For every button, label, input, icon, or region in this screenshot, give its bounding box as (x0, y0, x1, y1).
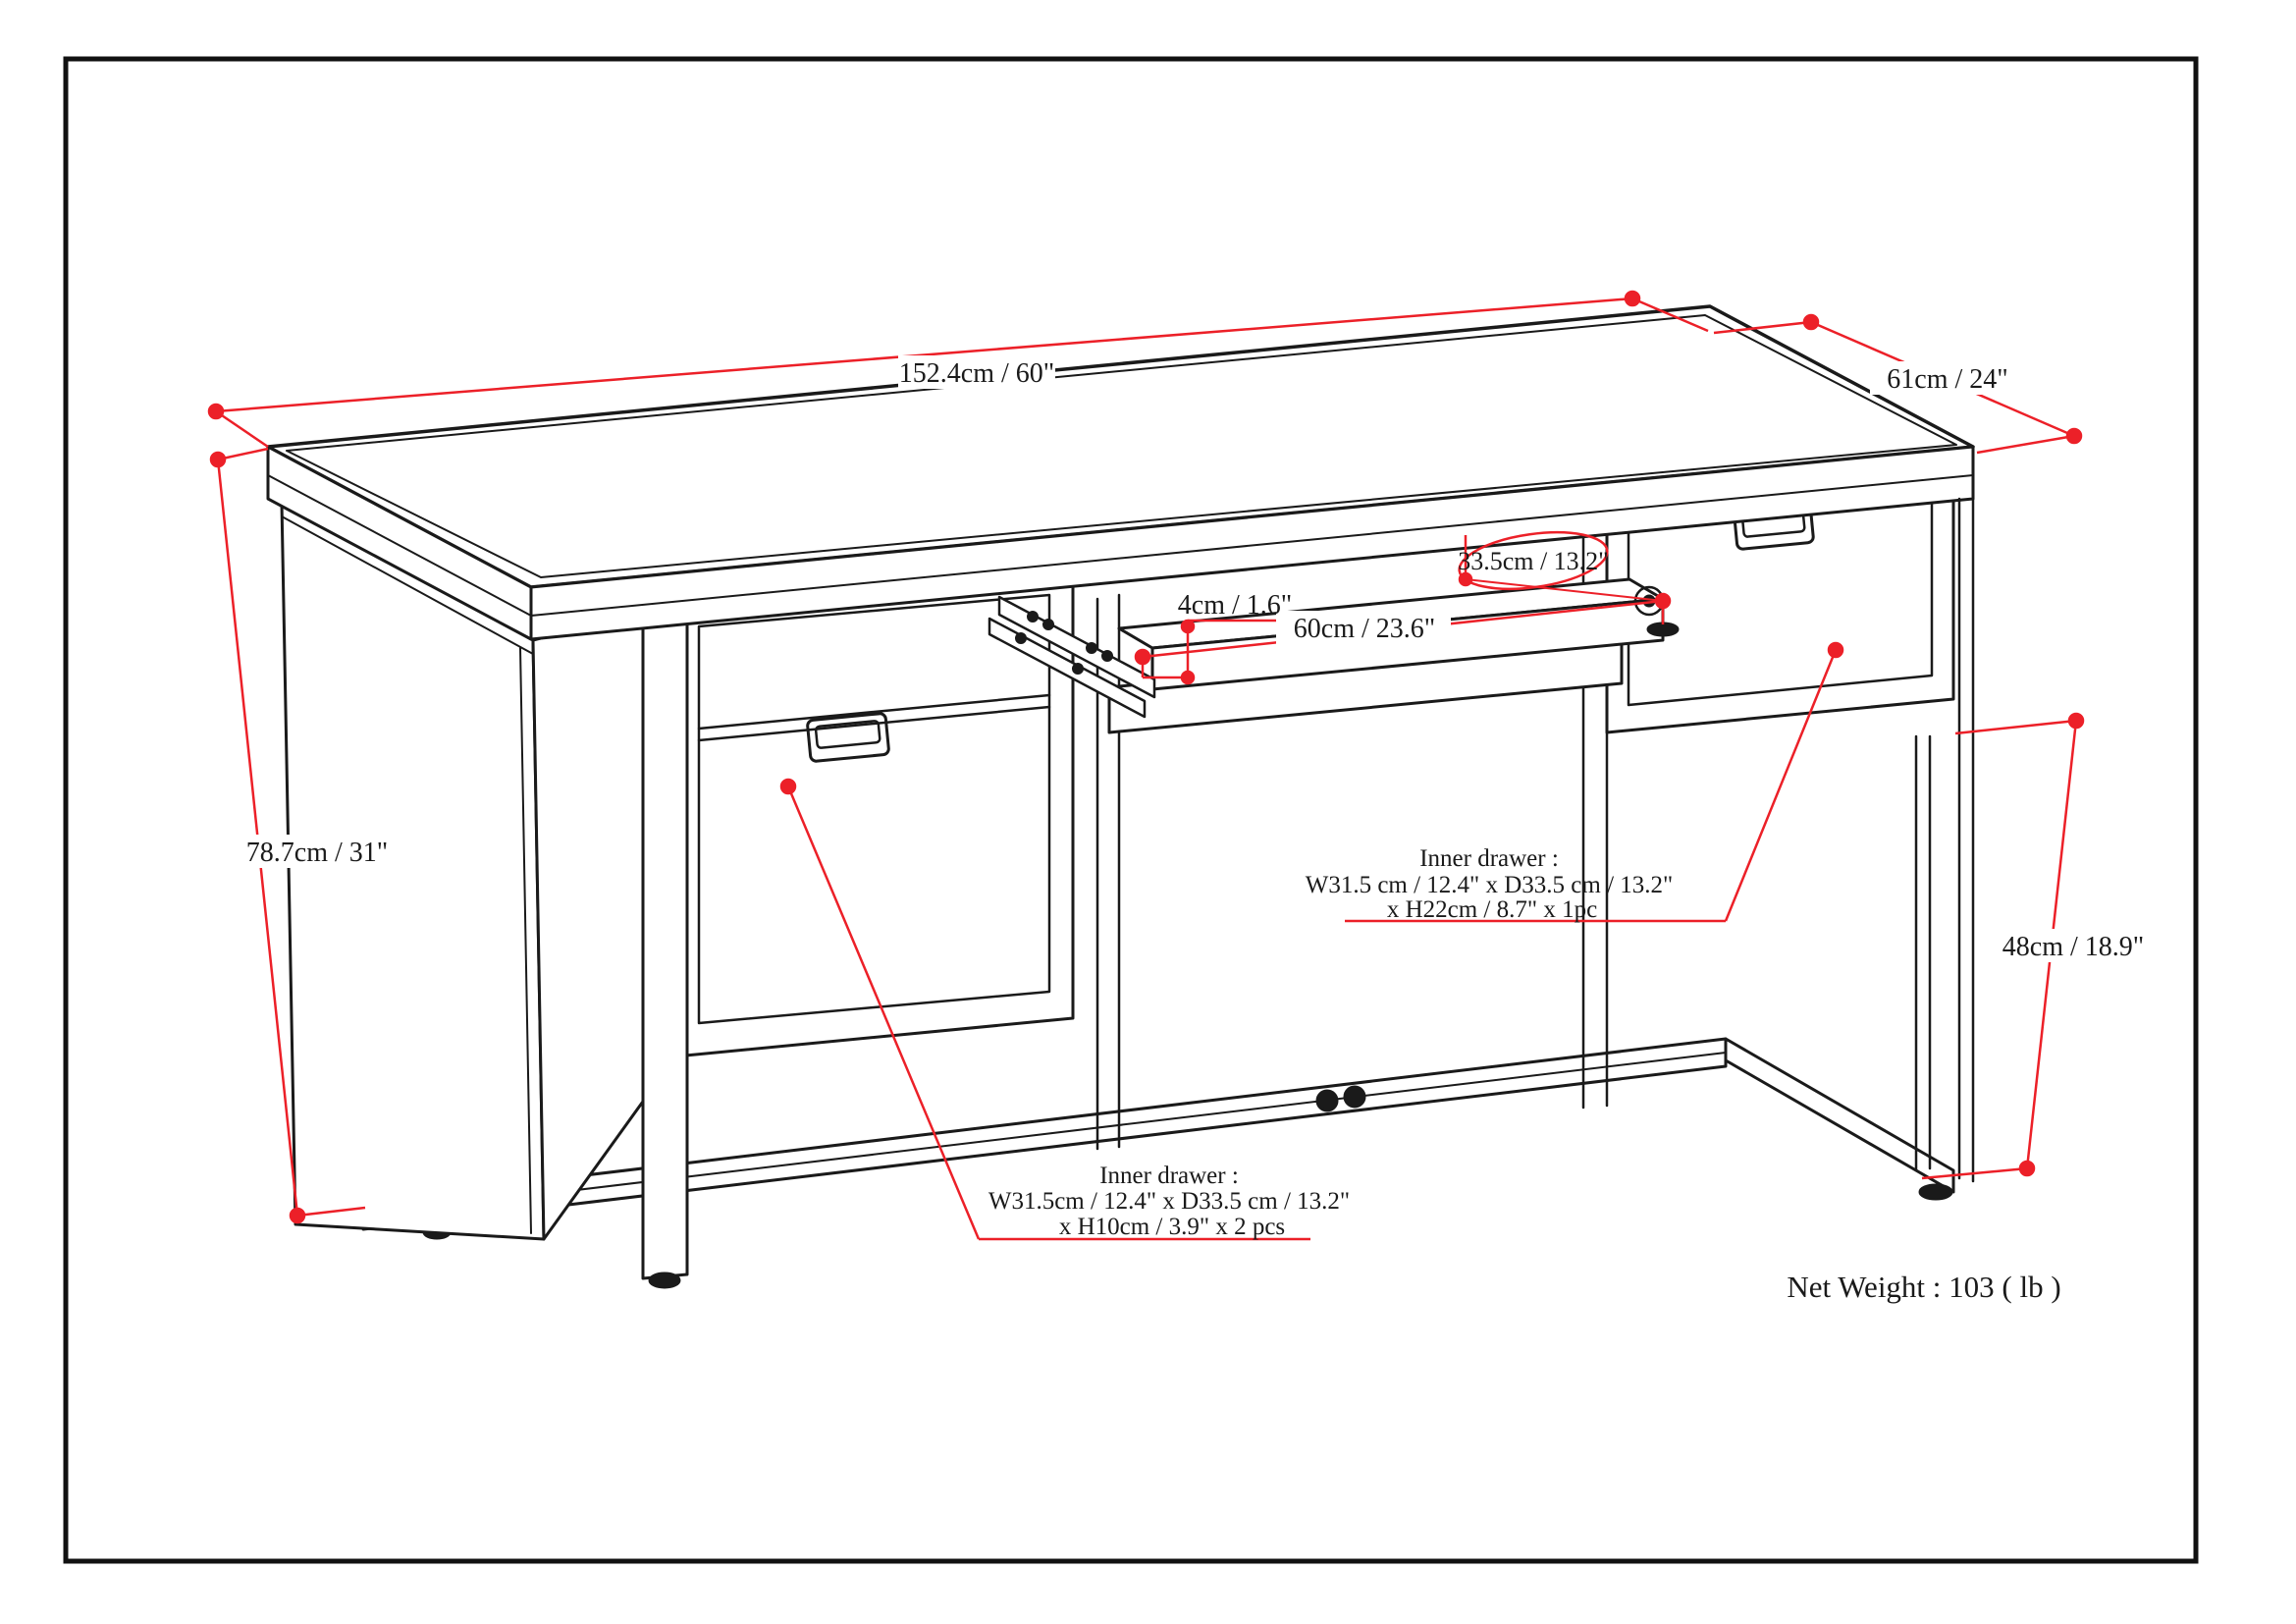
foot-pad (648, 1272, 681, 1289)
label-backgrounds (234, 355, 2156, 962)
tray-height-dimension (1141, 619, 1281, 685)
note-line: Inner drawer : (1419, 845, 1559, 872)
left-inner-drawer-note: Inner drawer : W31.5cm / 12.4" x D33.5 c… (988, 1163, 1350, 1240)
note-line: Inner drawer : (1099, 1163, 1239, 1189)
labels: 152.4cm / 60" 61cm / 24" 78.7cm / 31" 48… (246, 358, 2144, 1304)
drawer-slide-rails (988, 595, 1156, 719)
tray-depth-dimension-label: 33.5cm / 13.2" (1458, 547, 1609, 575)
tray-depth-dimension (1458, 530, 1664, 602)
clearance-dimension-label: 48cm / 18.9" (2002, 932, 2144, 962)
foot-pad (1918, 1183, 1953, 1201)
depth-dimension-label: 61cm / 24" (1887, 364, 2007, 395)
note-line: W31.5 cm / 12.4" x D33.5 cm / 13.2" (1306, 872, 1674, 898)
tray-height-dimension-label: 4cm / 1.6" (1178, 590, 1292, 621)
note-line: x H10cm / 3.9" x 2 pcs (1059, 1214, 1285, 1240)
left-pedestal-side-panel (280, 501, 677, 1241)
page-border (63, 56, 2199, 1564)
left-drawer-handle (806, 712, 890, 763)
left-leg-upright (641, 613, 689, 1289)
tray-width-dimension-label: 60cm / 23.6" (1294, 614, 1435, 644)
keyboard-tray (988, 577, 1680, 734)
width-dimension (207, 290, 1709, 449)
desktop (266, 304, 1975, 641)
dimension-annotations (207, 290, 2085, 1241)
note-line: W31.5cm / 12.4" x D33.5 cm / 13.2" (988, 1188, 1350, 1215)
net-weight-label: Net Weight : 103 ( lb ) (1787, 1270, 2060, 1304)
note-line: x H22cm / 8.7" x 1pc (1387, 896, 1597, 923)
cable-grommet-hole (1343, 1085, 1366, 1109)
right-inner-drawer-note: Inner drawer : W31.5 cm / 12.4" x D33.5 … (1306, 845, 1674, 923)
right-foot-bar (1724, 1037, 1955, 1201)
desk-drawing (266, 304, 1975, 1289)
cable-grommet-hole (1315, 1089, 1339, 1112)
height-dimension-label: 78.7cm / 31" (246, 838, 388, 868)
left-drawer-leader (779, 778, 1310, 1241)
right-leg (1914, 448, 1975, 1183)
width-dimension-label: 152.4cm / 60" (899, 358, 1054, 389)
right-drawer-leader (1345, 641, 1844, 923)
